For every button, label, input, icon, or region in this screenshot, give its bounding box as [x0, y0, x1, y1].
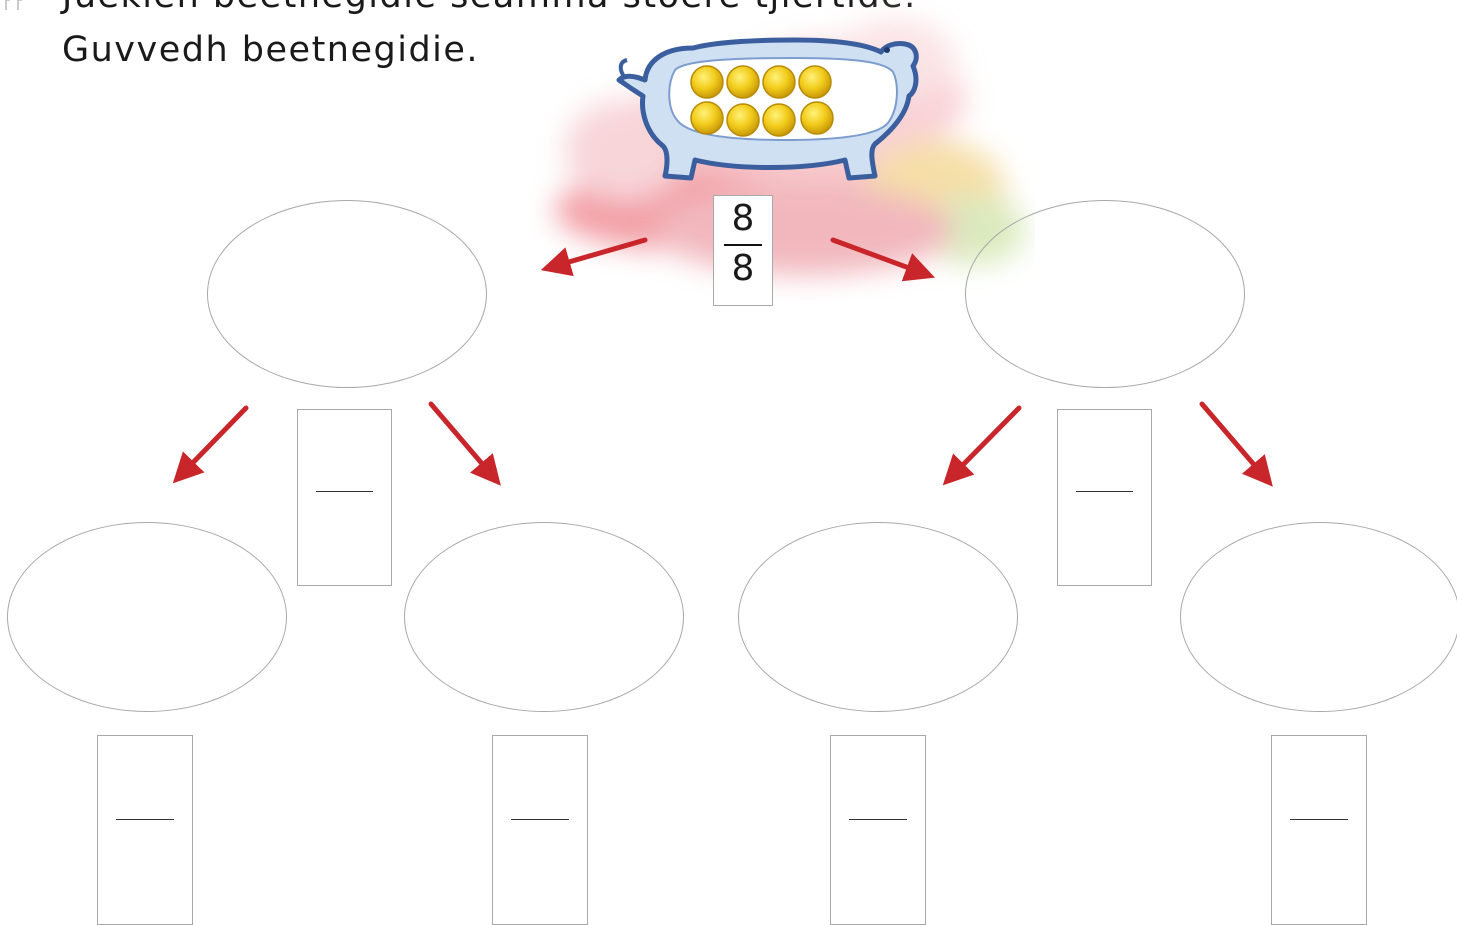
answer-oval-left[interactable]: [207, 200, 487, 388]
arrow-left-1: [172, 405, 249, 484]
corner-marks: [5, 0, 22, 10]
answer-oval-1[interactable]: [7, 522, 287, 712]
arrow-left-2: [428, 401, 501, 486]
fraction-input-box-1[interactable]: [97, 735, 193, 925]
fraction-denominator: 8: [731, 248, 755, 289]
fraction-line: [316, 491, 373, 492]
answer-oval-3[interactable]: [738, 522, 1018, 712]
fraction-input-box-left[interactable]: [297, 409, 392, 586]
fraction-input-box-right[interactable]: [1057, 409, 1152, 586]
fraction-bar: [724, 244, 762, 246]
fraction-input-box-3[interactable]: [830, 735, 926, 925]
fraction-line: [1076, 491, 1133, 492]
root-fraction-box: 8 8: [713, 195, 773, 306]
fraction-numerator: 8: [731, 198, 755, 239]
instruction-line-1: Juekieh beetnegidie seamma stoere tjïert…: [62, 0, 917, 16]
piggy-bank-illustration: [555, 20, 1025, 275]
fraction-input-box-2[interactable]: [492, 735, 588, 925]
arrow-right-1: [942, 405, 1022, 486]
fraction-line: [1290, 819, 1348, 820]
instruction-line-2: Guvvedh beetnegidie.: [62, 30, 480, 70]
answer-oval-right[interactable]: [965, 200, 1245, 388]
arrow-right-2: [1199, 401, 1273, 487]
fraction-line: [849, 819, 907, 820]
fraction-line: [511, 819, 569, 820]
answer-oval-2[interactable]: [404, 522, 684, 712]
fraction-input-box-4[interactable]: [1271, 735, 1367, 925]
answer-oval-4[interactable]: [1180, 522, 1457, 712]
coins: [690, 65, 834, 137]
fraction-line: [116, 819, 174, 820]
